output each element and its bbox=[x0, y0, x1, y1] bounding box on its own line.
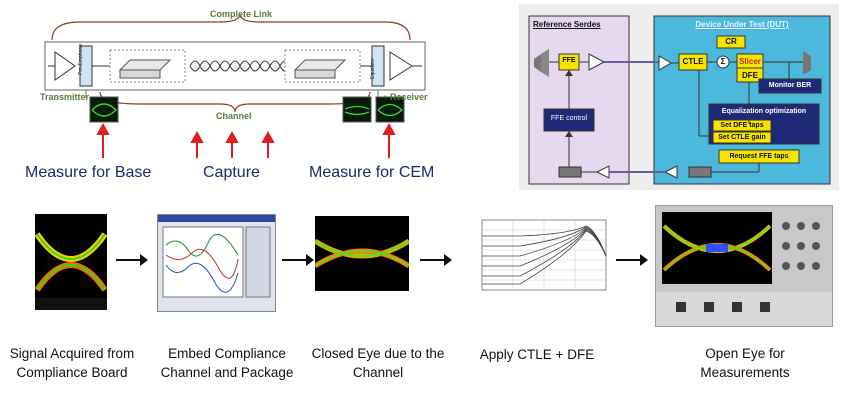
cr-block: CR bbox=[725, 37, 737, 46]
acquired-eye-image bbox=[34, 214, 108, 310]
ctle-block: CTLE bbox=[682, 57, 704, 66]
closed-eye-image bbox=[313, 216, 411, 291]
step-label-3: Closed Eye due to the Channel bbox=[311, 346, 445, 380]
dut-label: Device Under Test (DUT) bbox=[695, 20, 789, 29]
reference-serdes-label: Reference Serdes bbox=[533, 20, 601, 29]
set-ctle-block: Set CTLE gain bbox=[718, 134, 766, 141]
measure-cem-label: Measure for CEM bbox=[309, 164, 435, 181]
ffe-control-block: FFE control bbox=[550, 115, 588, 122]
channel-label: Channel bbox=[216, 111, 252, 121]
complete-link-label: Complete Link bbox=[210, 9, 273, 19]
oscilloscope-image bbox=[655, 205, 833, 327]
slicer-block: Slicer bbox=[739, 57, 761, 66]
step-label-2: Embed Compliance Channel and Package bbox=[160, 346, 294, 380]
serdes-graphic bbox=[528, 15, 831, 185]
link-diagram-graphic bbox=[44, 13, 426, 158]
monitor-ber-block: Monitor BER bbox=[768, 82, 812, 89]
request-ffe-block: Request FFE taps bbox=[729, 153, 789, 160]
dfe-block: DFE bbox=[742, 71, 758, 80]
sum-node: Σ bbox=[720, 57, 726, 66]
measure-base-label: Measure for Base bbox=[25, 164, 152, 181]
eq-opt-label: Equalization optimization bbox=[721, 108, 807, 115]
link-diagram: Complete Link Pre-Emphasis Equalizer Tra… bbox=[0, 0, 460, 195]
embed-software-image bbox=[157, 214, 276, 312]
set-dfe-block: Set DFE taps bbox=[720, 122, 764, 129]
receiver-label: ↑ Receiver bbox=[383, 92, 428, 102]
flow-arrow-1 bbox=[116, 254, 148, 266]
flow-arrow-2 bbox=[282, 254, 314, 266]
step-label-4: Apply CTLE + DFE bbox=[479, 347, 595, 362]
serdes-diagram: Reference Serdes Device Under Test (DUT)… bbox=[519, 4, 839, 190]
flow-arrow-3 bbox=[420, 254, 452, 266]
capture-label: Capture bbox=[203, 164, 260, 181]
step-label-5: Open Eye for Measurements bbox=[700, 346, 790, 380]
ctle-response-plot bbox=[460, 216, 610, 308]
step-label-1: Signal Acquired from Compliance Board bbox=[9, 346, 135, 380]
flow-arrow-4 bbox=[616, 254, 648, 266]
ffe-block: FFE bbox=[562, 57, 576, 64]
transmitter-label: Transmitter bbox=[40, 92, 90, 102]
equalizer-label: Equalizer bbox=[370, 58, 376, 79]
pre-emphasis-label: Pre-Emphasis bbox=[78, 43, 84, 75]
